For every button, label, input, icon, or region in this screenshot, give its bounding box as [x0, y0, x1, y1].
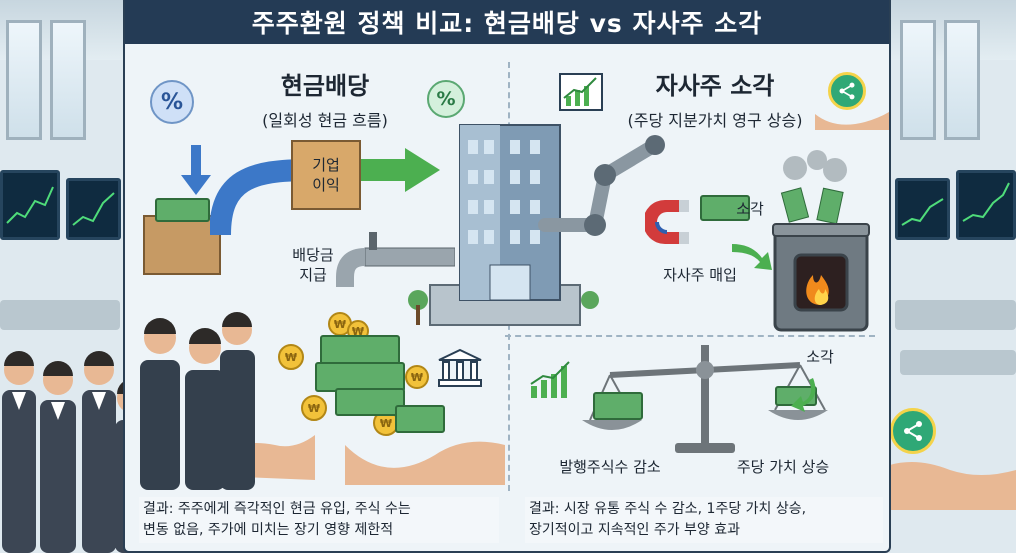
percent-icon: % — [427, 80, 465, 118]
coin-icon: ₩ — [405, 365, 429, 389]
bank-icon — [438, 348, 482, 387]
cash-dividend-result-line2: 변동 없음, 주가에 미치는 장기 영향 제한적 — [143, 522, 394, 538]
profit-label-line1: 기업 — [312, 156, 340, 174]
cash-stack — [335, 388, 405, 416]
cash-stack — [155, 198, 210, 222]
cash-stack — [320, 335, 400, 365]
shareholder-group — [140, 312, 255, 490]
window — [944, 20, 980, 140]
dividend-label: 배당금 지급 — [283, 246, 343, 285]
hand-holding-share — [860, 462, 1016, 510]
share-icon — [828, 72, 866, 110]
comparison-panel: 주주환원 정책 비교: 현금배당 vs 자사주 소각 % % 현금배당 (일회성… — [123, 0, 891, 553]
dividend-label-line2: 지급 — [299, 265, 327, 284]
hand-icon — [815, 112, 889, 130]
cycle-arrow-icon — [791, 378, 816, 412]
value-up-label: 주당 가치 상승 — [736, 458, 830, 476]
cash-stack — [593, 392, 643, 420]
coin-icon: ₩ — [278, 344, 304, 370]
stock-monitor — [895, 178, 950, 240]
dividend-label-line1: 배당금 — [292, 246, 334, 264]
buyback-result-line2: 장기적이고 지속적인 주가 부양 효과 — [529, 522, 740, 538]
stock-monitor — [956, 170, 1016, 240]
growth-chart-icon — [559, 73, 603, 111]
burn-label: 소각 — [736, 200, 764, 218]
buyback-result-line1: 결과: 시장 유통 주식 수 감소, 1주당 가치 상승, — [529, 501, 807, 517]
cash-dividend-result: 결과: 주주에게 즉각적인 현금 유입, 주식 수는 변동 없음, 주가에 미치… — [139, 497, 499, 543]
robot-arm-icon — [538, 135, 665, 236]
burn-label-2: 소각 — [806, 348, 834, 366]
desk — [895, 300, 1016, 330]
coin-icon: ₩ — [301, 395, 327, 421]
stock-monitor — [66, 178, 121, 240]
profit-label: 기업 이익 — [291, 156, 361, 195]
window — [6, 20, 42, 140]
page-title: 주주환원 정책 비교: 현금배당 vs 자사주 소각 — [125, 0, 889, 44]
company-building-icon — [408, 124, 599, 326]
buyback-title: 자사주 소각 — [655, 72, 775, 100]
coin-icon: ₩ — [328, 312, 352, 336]
shares-decrease-label: 발행주식수 감소 — [559, 458, 661, 476]
cash-dividend-title: 현금배당 — [280, 72, 370, 100]
down-arrow-icon — [181, 145, 211, 195]
desk — [900, 350, 1016, 375]
buyback-result: 결과: 시장 유통 주식 수 감소, 1주당 가치 상승, 장기적이고 지속적인… — [525, 497, 883, 543]
magnet-icon — [645, 200, 689, 244]
cardboard-box — [143, 215, 221, 275]
share-icon — [890, 408, 936, 454]
cash-dividend-subtitle: (일회성 현금 흐름) — [262, 111, 388, 130]
buyback-label: 자사주 매입 — [663, 266, 737, 284]
window — [900, 20, 936, 140]
buyback-subtitle: (주당 지분가치 영구 상승) — [627, 111, 803, 130]
hand-icon — [345, 441, 505, 485]
desk — [0, 300, 120, 330]
growth-chart-icon — [530, 361, 570, 398]
horizontal-divider — [505, 335, 875, 337]
cash-dividend-heading: 현금배당 (일회성 현금 흐름) — [225, 66, 425, 131]
incinerator-icon — [772, 150, 870, 332]
corporate-profit-box — [291, 140, 361, 210]
right-arrow-icon — [732, 244, 772, 270]
faucet-icon — [336, 232, 455, 287]
buyback-heading: 자사주 소각 (주당 지분가치 영구 상승) — [605, 66, 825, 131]
cash-stack — [700, 195, 750, 221]
profit-label-line2: 이익 — [312, 175, 340, 194]
percent-icon: % — [150, 80, 194, 124]
stock-monitor — [0, 170, 60, 240]
cash-dividend-result-line1: 결과: 주주에게 즉각적인 현금 유입, 주식 수는 — [143, 501, 411, 517]
cash-stack — [395, 405, 445, 433]
window — [50, 20, 86, 140]
